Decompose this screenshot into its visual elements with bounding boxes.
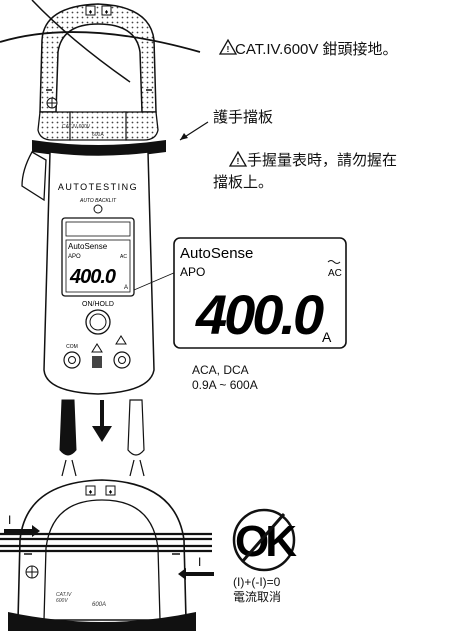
lower-rating: 600A <box>92 602 106 608</box>
svg-text:!: ! <box>237 157 240 166</box>
lcd-reading: 400.0 <box>69 266 116 288</box>
lcd-unit: A <box>124 285 128 291</box>
hand-guard-callout: 護手擋板 <box>213 109 274 126</box>
svg-text:♦: ♦ <box>89 9 93 16</box>
meter-lcd <box>65 239 131 293</box>
zoom-ac: AC <box>328 268 342 279</box>
ac-wave-icon <box>327 260 341 264</box>
upper-rating-label: 600A <box>92 132 104 138</box>
svg-text:♦: ♦ <box>109 489 113 496</box>
warning-icon <box>91 343 103 353</box>
black-test-lead <box>59 399 77 477</box>
lower-cat-volts: 600V <box>56 598 68 604</box>
zoom-unit: A <box>322 329 332 345</box>
lcd-apo: APO <box>68 254 81 260</box>
current-label-left: I <box>8 513 11 527</box>
svg-text:♦: ♦ <box>89 489 93 496</box>
spec-text: ACA, DCA 0.9A ~ 600A <box>192 363 258 392</box>
lcd-mode: AutoSense <box>68 242 108 251</box>
cancel-text: (I)+(-I)=0 電流取消 <box>233 575 282 604</box>
svg-text:♦: ♦ <box>105 9 109 16</box>
upper-wire <box>0 31 201 53</box>
upper-cat-label: CAT.IV 600V <box>62 124 91 130</box>
zoom-reading: 400.0 <box>195 283 324 346</box>
lower-clamp: ♦ ♦ <box>8 479 196 631</box>
red-test-lead <box>127 399 145 477</box>
brand-label: AUTOTESTING <box>58 182 138 192</box>
warning-icon-2 <box>115 335 127 345</box>
com-label: COM <box>66 344 78 350</box>
caution-warning-icon <box>228 150 248 167</box>
lower-cat-label: CAT.IV <box>56 592 72 598</box>
on-hold-label: ON/HOLD <box>82 301 114 308</box>
zoom-leader <box>133 271 177 291</box>
zoom-display <box>173 237 347 349</box>
caution-callout: 手握量表時，請勿握在 擋板上。 <box>213 152 398 191</box>
lcd-ac: AC <box>120 254 127 260</box>
svg-text:!: ! <box>227 45 230 54</box>
cat-badge <box>92 356 102 368</box>
clamp-trigger <box>21 151 47 202</box>
backlight-label: AUTO BACKLIT <box>79 198 117 204</box>
current-label-right: I <box>198 555 201 569</box>
current-arrow-right-icon <box>4 525 40 537</box>
cat-warning-icon <box>218 38 238 55</box>
down-arrow-icon <box>92 400 112 442</box>
cat-rating-callout: CAT.IV.600V 鉗頭接地。 <box>235 41 398 58</box>
backlight-sensor <box>93 204 103 214</box>
upper-clamp-jaw: ♦ ♦ CAT.IV 600V 600A <box>37 3 159 141</box>
zoom-apo: APO <box>180 265 205 279</box>
current-arrow-left-icon <box>178 568 214 580</box>
hand-guard <box>32 140 166 157</box>
zoom-mode: AutoSense <box>180 245 253 262</box>
upper-wire-2 <box>31 0 131 83</box>
